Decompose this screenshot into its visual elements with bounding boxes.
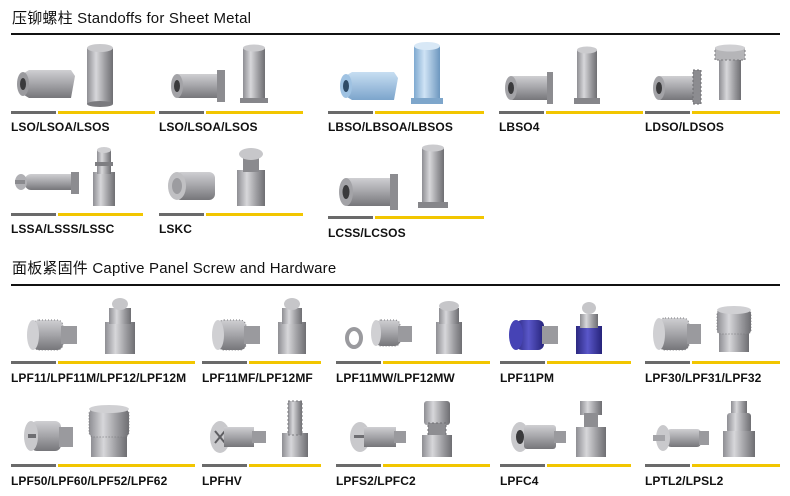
divider-yellow [249,464,321,467]
product-label: LPF50/LPF60/LPF52/LPF62 [11,474,168,488]
product-label: LPF11/LPF11M/LPF12/LPF12M [11,371,187,385]
product-card[interactable]: LPF11MF/LPF12MF [202,292,352,385]
product-card[interactable]: LBSO/LBSOA/LBSOS [328,40,484,134]
divider-gray [499,111,544,114]
divider-yellow [58,111,155,114]
hex-head-captive-screw-icon [511,401,606,457]
spring-captive-screw-icon [350,401,452,457]
divider-gray [11,361,56,364]
section-title-captive-panel: 面板紧固件 Captive Panel Screw and Hardware [12,260,337,277]
divider-gray [645,111,690,114]
hex-standoff-icon [17,44,113,107]
divider-yellow [375,111,484,114]
product-label: LCSS/LCSOS [328,226,406,240]
divider-gray [645,361,690,364]
divider-gray [500,464,545,467]
product-label: LSKC [159,222,193,236]
product-label: LPFHV [202,474,242,488]
divider-gray [328,111,373,114]
keyhole-standoff-icon [168,148,265,206]
divider-yellow [206,213,303,216]
plunger-pin-icon [653,401,755,457]
knurled-captive-screw-icon [653,306,752,352]
divider-yellow [546,111,643,114]
product-label: LSSA/LSSS/LSSC [11,222,115,236]
divider-yellow [58,361,195,364]
divider-yellow [383,464,490,467]
captive-screw-flare-icon [212,298,306,354]
divider-yellow [547,361,631,364]
product-label: LPF30/LPF31/LPF32 [645,371,762,385]
divider-gray [500,361,545,364]
divider-yellow [58,464,195,467]
divider-yellow [692,464,780,467]
divider-gray [202,464,247,467]
product-card[interactable]: LBSO4 [499,40,649,134]
product-label: LPFS2/LPFC2 [336,474,416,488]
divider-yellow [58,213,143,216]
product-card[interactable]: LPF50/LPF60/LPF52/LPF62 [11,395,201,488]
divider-yellow [692,361,780,364]
product-card[interactable]: LSKC [159,142,309,236]
divider-gray [645,464,690,467]
product-label: LPTL2/LPSL2 [645,474,724,488]
product-card[interactable]: LPF11/LPF11M/LPF12/LPF12M [11,292,201,385]
divider-yellow [692,111,780,114]
divider-gray [11,464,56,467]
round-standoff-icon [171,44,268,103]
product-card[interactable]: LSO/LSOA/LSOS [11,40,161,134]
product-label: LPF11PM [500,371,555,385]
slotted-captive-screw-icon [24,405,130,457]
product-label: LBSO4 [499,120,540,134]
divider-gray [328,216,373,219]
concealed-standoff-icon [339,144,448,210]
phillips-captive-screw-icon [210,400,308,457]
divider-gray [159,111,204,114]
divider-yellow [547,464,631,467]
product-card[interactable]: LPF30/LPF31/LPF32 [645,292,785,385]
divider-gray [202,361,247,364]
divider-gray [336,464,381,467]
product-card[interactable]: LSSA/LSSS/LSSC [11,142,161,236]
product-card[interactable]: LDSO/LDSOS [645,40,790,134]
blue-blind-standoff-icon [340,42,443,104]
divider-yellow [249,361,321,364]
divider-yellow [206,111,303,114]
blind-standoff-icon [505,46,600,104]
divider-gray [11,213,56,216]
section-divider [11,284,780,286]
section-title-standoffs: 压铆螺柱 Standoffs for Sheet Metal [12,10,252,27]
blue-cap-captive-screw-icon [509,302,602,354]
product-label: LPF11MW/LPF12MW [336,371,455,385]
product-card[interactable]: LPF11PM [500,292,640,385]
snap-top-standoff-icon [15,147,115,206]
product-card[interactable]: LCSS/LCSOS [328,142,484,240]
divider-yellow [375,216,484,219]
divider-yellow [383,361,490,364]
product-card[interactable]: LPFHV [202,395,352,488]
product-card[interactable]: LPFS2/LPFC2 [336,395,496,488]
product-card[interactable]: LPF11MW/LPF12MW [336,292,496,385]
product-card[interactable]: LPTL2/LPSL2 [645,395,785,488]
product-label: LPF11MF/LPF12MF [202,371,313,385]
product-card[interactable]: LPFC4 [500,395,640,488]
divider-gray [336,361,381,364]
divider-gray [159,213,204,216]
captive-screw-washer-icon [345,301,462,354]
product-label: LSO/LSOA/LSOS [159,120,258,134]
section-divider [11,33,780,35]
divider-gray [11,111,56,114]
knurled-standoff-icon [653,44,746,105]
captive-screw-icon [27,298,135,354]
product-card[interactable]: LSO/LSOA/LSOS [159,40,309,134]
product-label: LPFC4 [500,474,539,488]
product-label: LBSO/LBSOA/LBSOS [328,120,453,134]
product-label: LSO/LSOA/LSOS [11,120,110,134]
product-label: LDSO/LDSOS [645,120,725,134]
